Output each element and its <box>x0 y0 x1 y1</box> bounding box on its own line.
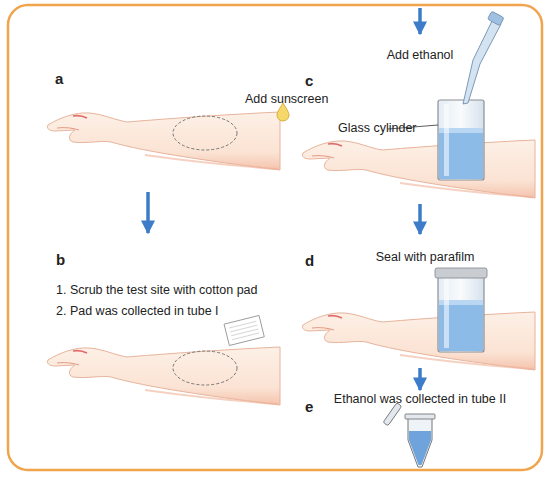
pipette-bulb <box>487 11 504 26</box>
step-panel: eEthanol was collected in tube II <box>300 392 540 470</box>
step-instruction: Ethanol was collected in tube II <box>300 392 540 407</box>
step-panel: b1. Scrub the test site with cotton pad2… <box>40 235 300 410</box>
step-panel: dSeal with parafilm <box>300 236 540 366</box>
flow-arrow <box>146 192 150 233</box>
tube-cap <box>383 403 402 426</box>
step-letter: d <box>305 252 325 270</box>
parafilm-seal <box>435 268 487 278</box>
glass-cylinder <box>438 100 484 180</box>
ethanol-liquid <box>409 431 431 465</box>
cotton-pad <box>224 315 264 345</box>
step-letter: c <box>305 72 325 90</box>
step-panel: c Add ethanol <box>300 40 540 202</box>
cotton-pad <box>224 315 264 345</box>
flow-arrow <box>418 368 422 390</box>
flow-arrow <box>418 204 422 234</box>
test-site <box>173 351 237 385</box>
test-site <box>173 116 237 150</box>
step-instruction: Seal with parafilm <box>300 250 550 265</box>
arm-illustration <box>47 347 280 405</box>
step-instruction: Add ethanol <box>300 48 540 63</box>
step-instruction: 2. Pad was collected in tube I <box>56 304 306 319</box>
tube <box>408 418 432 467</box>
arm-illustration <box>302 140 535 198</box>
tube-rim <box>405 414 435 419</box>
step-panel: aAdd sunscreen <box>40 62 290 190</box>
step-letter: b <box>56 251 76 269</box>
callout-label: Glass cylinder <box>338 121 438 136</box>
step-letter: a <box>55 70 75 88</box>
pipette <box>463 19 501 104</box>
arm-illustration <box>302 312 535 370</box>
flow-arrow <box>418 8 422 34</box>
frame <box>8 5 542 470</box>
step-instruction: Add sunscreen <box>245 92 355 107</box>
pad-texture <box>229 321 259 339</box>
glass-cylinder <box>438 272 484 352</box>
arm-illustration <box>47 112 280 170</box>
step-letter: e <box>305 398 325 416</box>
step-instruction: 1. Scrub the test site with cotton pad <box>56 283 306 298</box>
